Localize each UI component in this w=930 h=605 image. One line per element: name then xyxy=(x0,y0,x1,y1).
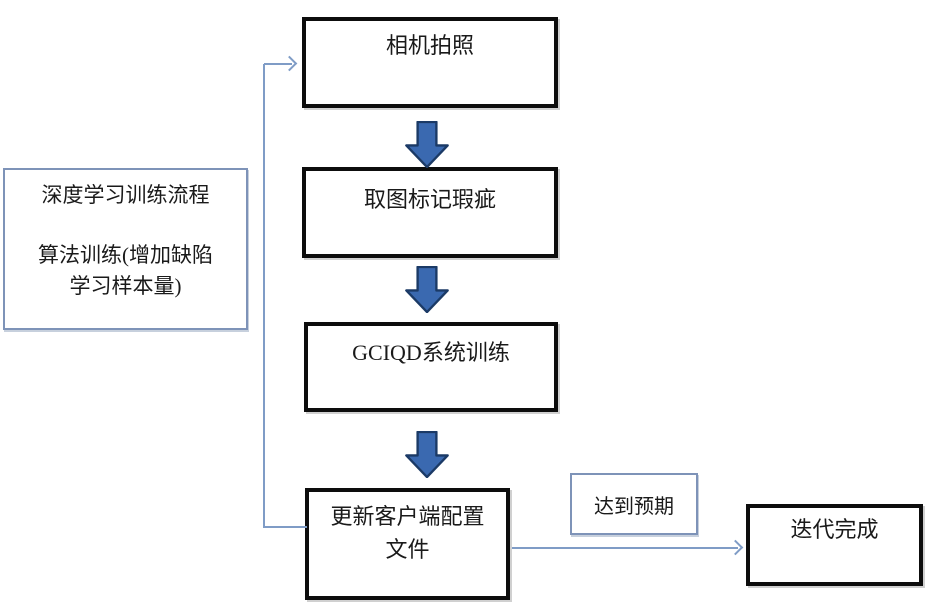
note-title: 深度学习训练流程 xyxy=(41,183,210,207)
down-block-arrow-icon xyxy=(405,431,449,478)
left-note-box: 深度学习训练流程 算法训练(增加缺陷 学习样本量) xyxy=(3,168,248,330)
condition-label: 达到预期 xyxy=(594,495,674,518)
step-system-training-box: GCIQD系统训练 xyxy=(304,322,558,412)
condition-label-box: 达到预期 xyxy=(570,473,698,535)
connector-line-to-end xyxy=(512,547,738,549)
end-label: 迭代完成 xyxy=(790,517,879,542)
step-mark-defects-box: 取图标记瑕疵 xyxy=(302,167,558,258)
step-update-config-label-line1: 更新客户端配置 xyxy=(330,504,485,529)
arrowhead-right-icon xyxy=(727,539,744,556)
step-camera-label: 相机拍照 xyxy=(385,33,474,58)
step-update-config-label-line2: 文件 xyxy=(385,537,430,562)
connector-line-bottom-left xyxy=(263,526,307,528)
step-camera-box: 相机拍照 xyxy=(302,17,558,108)
step-mark-defects-label: 取图标记瑕疵 xyxy=(363,187,496,212)
connector-line-vertical xyxy=(263,64,265,527)
end-box: 迭代完成 xyxy=(746,504,923,586)
down-block-arrow-icon xyxy=(405,121,449,168)
arrowhead-right-icon xyxy=(281,55,298,72)
step-system-training-label: GCIQD系统训练 xyxy=(352,340,510,365)
step-update-config-box: 更新客户端配置 文件 xyxy=(305,488,510,600)
note-line: 算法训练(增加缺陷 xyxy=(38,243,213,267)
note-line: 学习样本量) xyxy=(69,274,182,298)
connector-line-top xyxy=(264,63,292,65)
down-block-arrow-icon xyxy=(405,266,449,313)
